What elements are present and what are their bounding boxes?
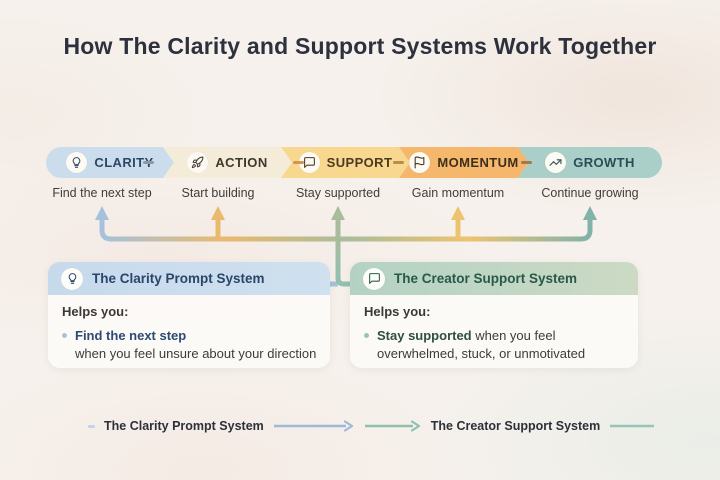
card-title: The Clarity Prompt System <box>92 271 265 286</box>
helps-label: Helps you: <box>62 304 129 319</box>
bullet-text: Find the next step when you feel unsure … <box>75 327 316 363</box>
flow-bar: CLARITY ACTION SUPPORT MOMENTUM GROWTH <box>46 147 662 178</box>
trending-up-icon <box>545 152 567 173</box>
speech-bubble-icon <box>298 152 320 173</box>
helps-label: Helps you: <box>364 304 431 319</box>
bullet-dot <box>364 333 369 338</box>
stage-momentum: MOMENTUM <box>399 147 529 178</box>
support-card-header: The Creator Support System <box>350 262 638 295</box>
bullet-line2-text: overwhelmed, stuck, or unmotivated <box>377 346 586 361</box>
stage-label: SUPPORT <box>326 155 393 170</box>
stage-action: ACTION <box>163 147 292 178</box>
bullet-dot <box>62 333 67 338</box>
stage-label: GROWTH <box>573 155 635 170</box>
flow-dash <box>293 161 304 164</box>
legend-dash <box>88 424 95 428</box>
support-system-card: The Creator Support System Helps you: St… <box>350 262 638 368</box>
bullet-line2-text: when you feel unsure about your directio… <box>75 346 317 361</box>
lightbulb-icon <box>61 267 83 290</box>
flow-dash <box>521 161 532 164</box>
bullet-text: Stay supported when you feel overwhelmed… <box>377 327 585 363</box>
stage-sublabel-clarity: Find the next step <box>52 186 152 200</box>
stage-sublabel-growth: Continue growing <box>541 186 639 200</box>
stage-clarity: CLARITY <box>46 147 174 178</box>
clarity-card-body: Helps you: Find the next step when you f… <box>48 295 330 368</box>
flow-dash <box>393 161 404 164</box>
stage-label: CLARITY <box>94 155 154 170</box>
clarity-card-header: The Clarity Prompt System <box>48 262 330 295</box>
rocket-icon <box>187 152 209 173</box>
bullet-bold-text: Find the next step <box>75 328 187 343</box>
speech-bubble-icon <box>363 267 385 290</box>
stage-label: MOMENTUM <box>437 155 519 170</box>
stage-growth: GROWTH <box>518 147 662 178</box>
flow-dash <box>143 161 154 164</box>
legend-right-label: The Creator Support System <box>430 419 601 433</box>
stage-sublabel-action: Start building <box>181 186 255 200</box>
bullet-rest-text: when you feel <box>471 328 556 343</box>
stage-sublabel-momentum: Gain momentum <box>411 186 505 200</box>
flag-icon <box>409 152 431 173</box>
legend-tail-line <box>610 424 655 428</box>
legend-blue-arrow-icon <box>273 420 353 432</box>
support-card-body: Helps you: Stay supported when you feel … <box>350 295 638 368</box>
page-title: How The Clarity and Support Systems Work… <box>63 33 657 59</box>
clarity-system-card: The Clarity Prompt System Helps you: Fin… <box>48 262 330 368</box>
stage-label: ACTION <box>215 155 268 170</box>
bullet-item: Find the next step when you feel unsure … <box>62 327 318 363</box>
card-title: The Creator Support System <box>394 271 578 286</box>
bullet-bold-text: Stay supported <box>377 328 472 343</box>
legend: The Clarity Prompt System The Creator Su… <box>88 419 655 433</box>
bullet-item: Stay supported when you feel overwhelmed… <box>364 327 626 363</box>
legend-green-arrow-icon <box>364 420 420 432</box>
legend-left-label: The Clarity Prompt System <box>104 419 264 433</box>
lightbulb-icon <box>66 152 88 173</box>
stage-sublabel-support: Stay supported <box>295 186 381 200</box>
